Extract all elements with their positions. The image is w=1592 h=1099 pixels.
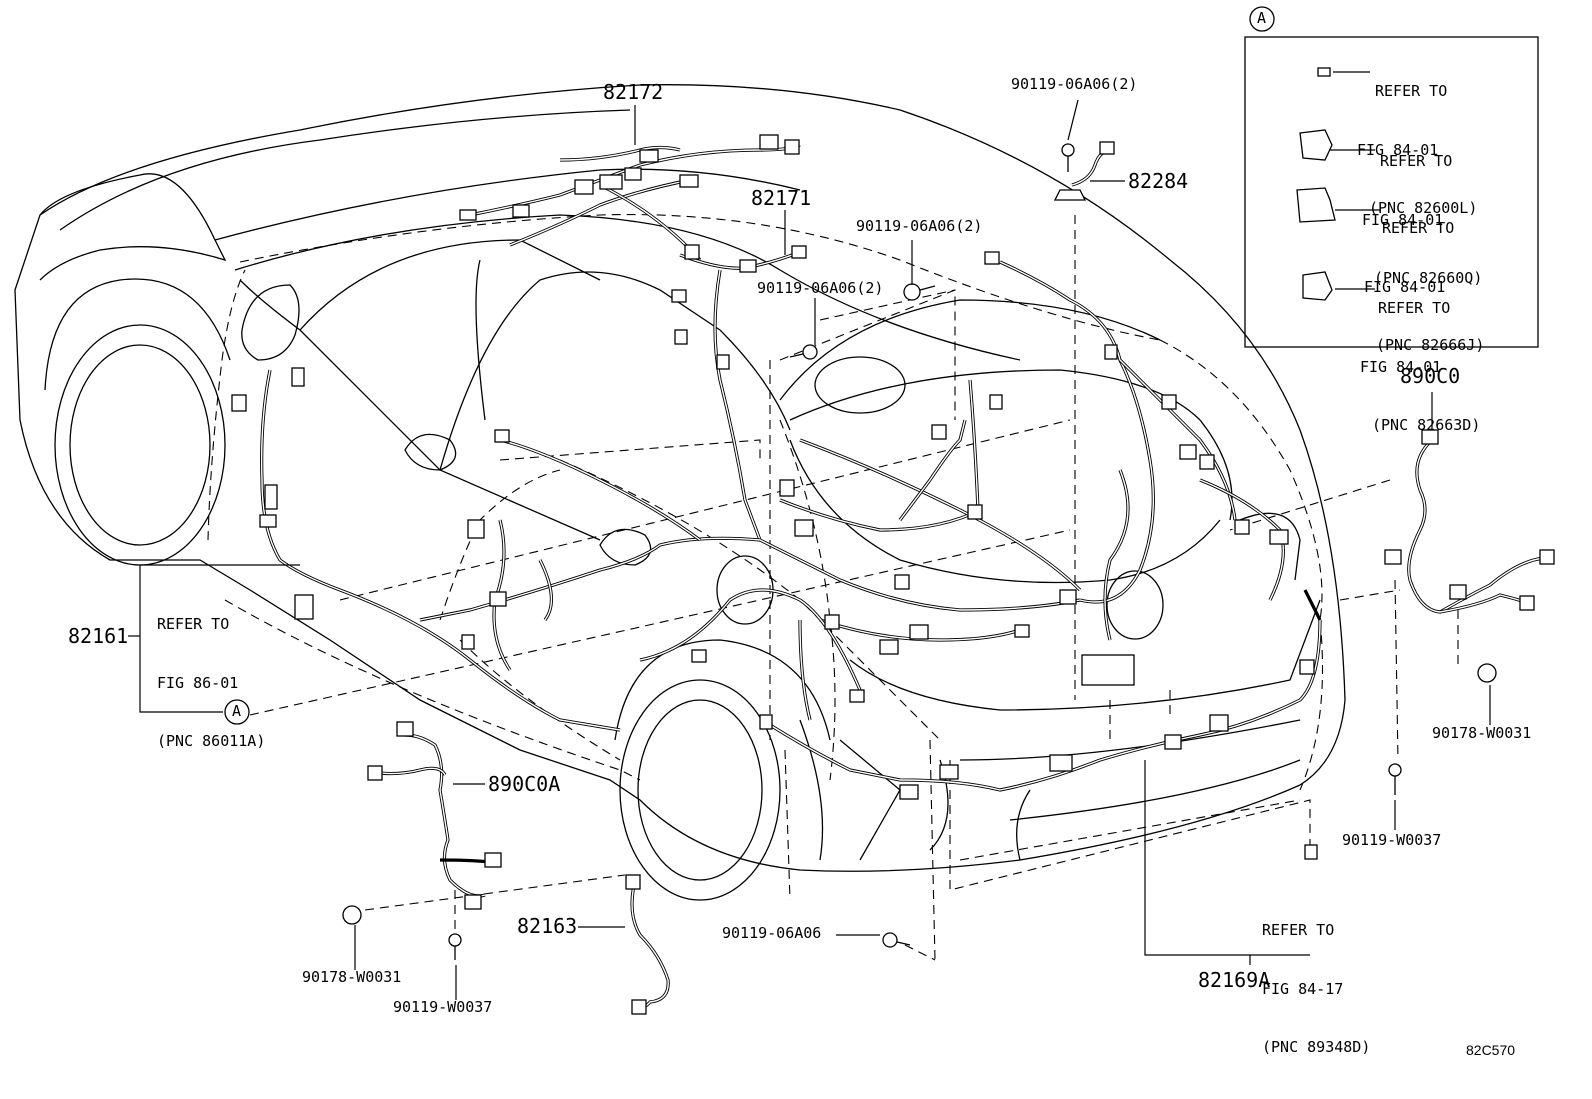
inset-line: (PNC 82600L) (1369, 199, 1478, 217)
refer-note-line: FIG 84-17 (1262, 979, 1344, 998)
inset-line: REFER TO (1375, 82, 1448, 100)
bolt-90119-06a06-2-left-label: 90119-06A06(2) (757, 279, 884, 297)
inset-line: (PNC 82666J) (1376, 336, 1485, 354)
part-82171-label: 82171 (751, 186, 812, 210)
inset-line: REFER TO (1380, 152, 1453, 170)
inset-line: REFER TO (1382, 219, 1455, 237)
inset-item-1: REFER TO FIG 84-01 (PNC 82600L) (1357, 43, 1477, 238)
inset-line: FIG 84-01 (1362, 210, 1444, 229)
bolt-90119-w0037-left-label: 90119-W0037 (393, 998, 493, 1016)
connectors (231, 134, 1555, 1015)
marker-a-left: A (232, 702, 242, 720)
refer-note-left: REFER TO FIG 86-01 (PNC 86011A) (157, 576, 265, 771)
part-890c0-label: 890C0 (1400, 364, 1461, 388)
part-82163-label: 82163 (517, 914, 578, 938)
refer-note-bottom: REFER TO FIG 84-17 (PNC 89348D) (1262, 882, 1370, 1077)
clip-90178-w0031-right-label: 90178-W0031 (1432, 724, 1532, 742)
car-body-outline (14, 84, 1346, 901)
refer-note-line: REFER TO (157, 615, 230, 633)
inset-line: REFER TO (1378, 299, 1451, 317)
inset-line: FIG 84-01 (1364, 277, 1446, 296)
inset-line: FIG 84-01 (1360, 357, 1442, 376)
clip-90178-w0031-left-label: 90178-W0031 (302, 968, 402, 986)
bolt-90119-06a06-2-top-label: 90119-06A06(2) (1011, 75, 1138, 93)
leader-lines (128, 71, 1491, 1000)
wire-harness (260, 143, 1546, 1010)
bolt-90119-06a06-2-mid-label: 90119-06A06(2) (856, 217, 983, 235)
inset-item-4: REFER TO FIG 84-01 (PNC 82663D) (1360, 260, 1480, 455)
part-82169a-label: 82169A (1198, 968, 1271, 992)
part-82284-label: 82284 (1128, 169, 1189, 193)
inset-line: (PNC 82663D) (1372, 416, 1481, 434)
inset-line: FIG 84-01 (1357, 140, 1439, 159)
dashed-panel-outlines (207, 214, 1459, 961)
inset-item-2: REFER TO FIG 84-01 (PNC 82660Q) (1362, 113, 1482, 308)
part-82172-label: 82172 (603, 80, 664, 104)
inset-item-3: REFER TO FIG 84-01 (PNC 82666J) (1364, 180, 1484, 375)
refer-note-line: (PNC 86011A) (157, 732, 266, 750)
diagram-id: 82C570 (1466, 1042, 1516, 1058)
inset-box (224, 6, 1539, 725)
refer-note-line: REFER TO (1262, 921, 1335, 939)
part-890c0a-label: 890C0A (488, 772, 561, 796)
bolt-90119-w0037-right-label: 90119-W0037 (1342, 831, 1442, 849)
bolt-90119-06a06-label: 90119-06A06 (722, 924, 822, 942)
refer-note-line: (PNC 89348D) (1262, 1038, 1371, 1056)
part-82161-label: 82161 (68, 624, 129, 648)
refer-note-line: FIG 86-01 (157, 673, 239, 692)
inset-marker-a: A (1257, 9, 1267, 27)
inset-line: (PNC 82660Q) (1374, 269, 1483, 287)
